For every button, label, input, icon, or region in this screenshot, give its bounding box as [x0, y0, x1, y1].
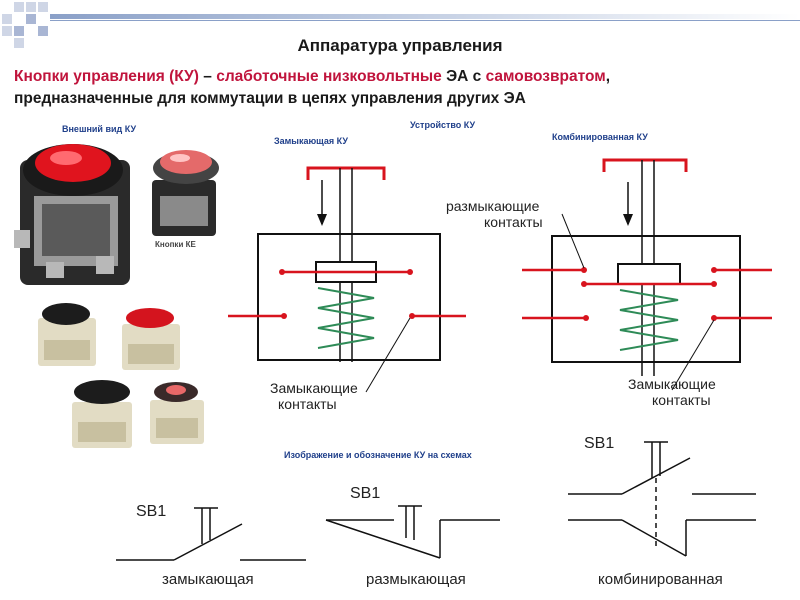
symbol-closing [116, 507, 306, 561]
closing-ku-spring [317, 287, 375, 349]
combined-ku-bridge [617, 263, 681, 285]
definition-text-part: – [198, 68, 217, 85]
symbol-opening [325, 505, 500, 559]
opening-contacts-label-1: размыкающие [446, 198, 540, 214]
combined-ku-cap [602, 158, 688, 172]
definition-text-part: , [605, 68, 611, 85]
definition-line-1: Кнопки управления (КУ) – слаботочные низ… [14, 66, 794, 88]
combined-ku-housing [551, 235, 741, 363]
combined-closing-contacts-label-2: контакты [652, 392, 711, 408]
caption-schematic: Изображение и обозначение КУ на схемах [284, 450, 472, 460]
combined-ku-diagram [522, 158, 772, 391]
caption-closing-ku: Замыкающая КУ [274, 136, 348, 146]
definition-text: Кнопки управления (КУ) – слаботочные низ… [14, 66, 794, 110]
large-red-button-photo [14, 144, 130, 285]
symbol-opening-caption: размыкающая [366, 571, 466, 588]
sb1-label-combined: SB1 [584, 435, 615, 452]
definition-text-part: ЭА с [441, 68, 486, 85]
kke-buttons-label: Кнопки КЕ [155, 240, 196, 249]
caption-appearance: Внешний вид КУ [62, 124, 137, 134]
symbol-combined-caption: комбинированная [598, 571, 723, 588]
symbol-combined [568, 441, 756, 557]
small-black-button-photo-1 [38, 303, 96, 366]
closing-ku-diagram [228, 166, 466, 393]
caption-device: Устройство КУ [410, 120, 476, 130]
small-red-button-photo [122, 308, 180, 370]
combined-closing-contacts-label-1: Замыкающие [628, 376, 716, 392]
small-pink-button-photo [150, 382, 204, 444]
combined-ku-pointer-closing [671, 319, 715, 391]
combined-ku-pointer-opening [561, 213, 585, 269]
corner-grid-decoration [2, 2, 800, 48]
combined-ku-spring [619, 289, 679, 351]
sb1-label-closing: SB1 [136, 503, 167, 520]
closing-ku-pointer [365, 317, 411, 393]
closing-ku-arrow-head [317, 214, 327, 226]
closing-ku-housing [257, 233, 441, 361]
symbol-closing-caption: замыкающая [162, 571, 254, 588]
highlighted-term: Кнопки управления (КУ) [14, 68, 199, 85]
highlighted-term: самовозвратом [485, 68, 606, 85]
sb1-label-opening: SB1 [350, 485, 381, 502]
definition-line-2: предназначенные для коммутации в цепях у… [14, 90, 526, 107]
closing-contacts-label-1: Замыкающие [270, 380, 358, 396]
ke-button-photo [152, 150, 219, 236]
closing-ku-cap [306, 166, 386, 180]
highlighted-term: слаботочные низковольтные [216, 68, 442, 85]
opening-contacts-label-2: контакты [484, 214, 543, 230]
closing-contacts-label-2: контакты [278, 396, 337, 412]
page-title: Аппаратура управления [297, 36, 503, 55]
small-black-button-photo-2 [72, 380, 132, 448]
caption-combined-ku: Комбинированная КУ [552, 132, 648, 142]
